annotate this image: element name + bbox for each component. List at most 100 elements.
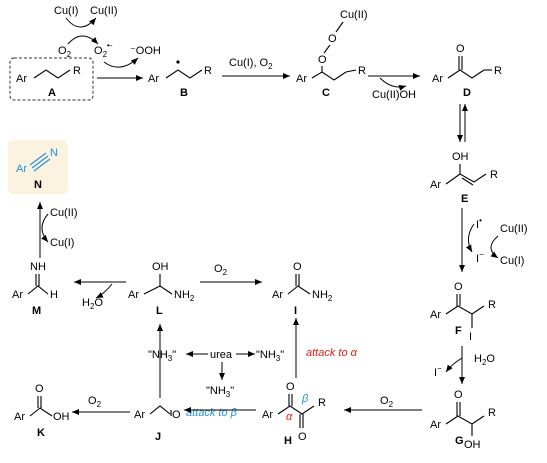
- bond: [277, 405, 315, 415]
- bond: [447, 69, 485, 79]
- bond: [323, 44, 331, 54]
- label-g: G: [455, 435, 464, 447]
- atom-i: I: [469, 331, 472, 343]
- atom-n: N: [50, 147, 58, 159]
- curved-arrow: [445, 357, 463, 373]
- atom-ar: Ar: [296, 73, 307, 85]
- label-m: M: [32, 305, 41, 317]
- atom-o: O: [35, 383, 44, 395]
- bond: [461, 177, 474, 186]
- compound-i: Ar O NH2 I: [272, 261, 333, 317]
- atom-oh: OH: [464, 439, 481, 451]
- curved-arrow: [379, 77, 407, 91]
- compound-m: NH Ar H M: [12, 261, 58, 317]
- label-k: K: [37, 427, 45, 439]
- reagent-cu2: Cu(II): [500, 223, 528, 235]
- curved-arrow: [41, 213, 49, 243]
- bond: [287, 285, 311, 295]
- compound-k: Ar O OH K: [14, 383, 70, 439]
- byproduct-h2o: H2O: [82, 297, 103, 311]
- atom-r: R: [488, 407, 496, 419]
- atom-r: R: [318, 397, 326, 409]
- bond: [445, 173, 487, 185]
- label-a: A: [48, 87, 56, 99]
- compound-h: Ar O α β O R H: [262, 381, 326, 447]
- bond: [345, 69, 357, 73]
- atom-r: R: [73, 65, 81, 77]
- label-i: I: [294, 305, 297, 317]
- curved-arrow: [490, 235, 499, 259]
- attack-alpha-label: attack to α: [306, 347, 358, 359]
- atom-r: R: [358, 65, 366, 77]
- compound-c: Cu(II) O O Ar R C: [296, 9, 368, 99]
- bond: [149, 405, 171, 415]
- atom-ar: Ar: [432, 73, 443, 85]
- label-f: F: [455, 325, 462, 337]
- bond: [29, 407, 53, 417]
- atom-nh2: NH2: [174, 289, 195, 303]
- reagent-cu1: Cu(I): [54, 5, 78, 17]
- atom-o: O: [298, 431, 307, 443]
- dashed-box: [9, 57, 94, 101]
- reagent-cu1: Cu(I): [50, 237, 74, 249]
- highlight-box: [8, 140, 68, 194]
- label-b: B: [180, 87, 188, 99]
- attack-beta-label: attack to β: [186, 407, 238, 419]
- reagent-o2-radical: O2•-: [94, 41, 113, 59]
- atom-ar: Ar: [134, 409, 145, 421]
- label-l: L: [156, 305, 163, 317]
- curved-arrow: [95, 283, 113, 299]
- atom-cu2: Cu(II): [340, 9, 368, 21]
- label-c: C: [322, 87, 330, 99]
- reagent-cu1: Cu(I): [500, 255, 524, 267]
- bond: [33, 158, 51, 172]
- bond: [143, 285, 173, 295]
- bond: [33, 69, 71, 79]
- atom-nh2: NH2: [312, 289, 333, 303]
- compound-b: Ar R B: [148, 60, 212, 99]
- atom-o: O: [172, 409, 181, 421]
- atom-ar: Ar: [430, 419, 441, 431]
- bond: [311, 71, 347, 81]
- atom-r: R: [494, 65, 502, 77]
- beta-label: β: [301, 393, 309, 405]
- reagent-o2: O2: [214, 263, 228, 277]
- atom-oh: OH: [452, 151, 469, 163]
- reagent-o2: O2: [88, 395, 102, 409]
- compound-l: OH Ar NH2 L: [128, 261, 195, 317]
- reagent-cu1-o2: Cu(I), O2: [229, 57, 273, 71]
- radical-dot: [176, 60, 180, 64]
- compound-j: Ar O J: [134, 405, 181, 443]
- reagent-i-radical: I•: [476, 216, 482, 231]
- compound-f: O Ar R I F: [430, 281, 496, 343]
- atom-ar: Ar: [14, 411, 25, 423]
- nh3-left: "NH3": [148, 349, 176, 363]
- reagent-h2o: H2O: [474, 353, 495, 367]
- atom-oh: OH: [152, 261, 169, 273]
- atom-o: O: [454, 389, 463, 401]
- compound-a: Ar R A: [9, 57, 94, 101]
- label-h: H: [284, 435, 292, 447]
- atom-ar: Ar: [148, 73, 159, 85]
- bond: [335, 21, 344, 33]
- reagent-ooh: ⁻OOH: [130, 45, 161, 57]
- atom-r: R: [488, 299, 496, 311]
- atom-ar: Ar: [262, 409, 273, 421]
- label-n: N: [34, 179, 42, 191]
- atom-r: R: [490, 169, 498, 181]
- bond: [445, 305, 485, 315]
- atom-ar: Ar: [12, 289, 23, 301]
- atom-ar: Ar: [430, 179, 441, 191]
- bond: [27, 285, 49, 295]
- atom-oh: OH: [53, 411, 70, 423]
- curved-arrow: [103, 57, 139, 68]
- atom-h: H: [50, 289, 58, 301]
- atom-o: O: [293, 261, 302, 273]
- reagent-o2: O2: [380, 395, 394, 409]
- bond: [445, 415, 485, 425]
- reagent-i-minus: I−: [476, 250, 484, 265]
- atom-ar: Ar: [430, 309, 441, 321]
- curved-arrow: [65, 17, 97, 28]
- label-d: D: [463, 87, 471, 99]
